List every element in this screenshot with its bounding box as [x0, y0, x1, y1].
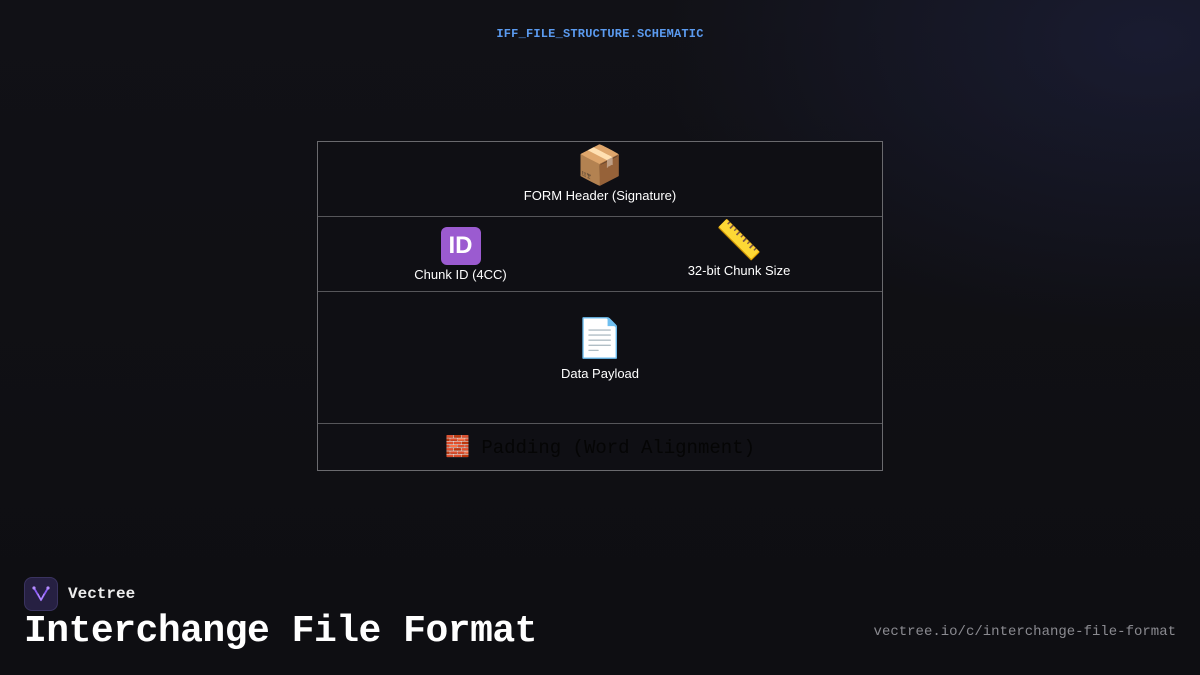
ruler-icon: 📏 [715, 220, 763, 262]
data-payload-label: Data Payload [560, 366, 640, 381]
brick-icon: 🧱 [445, 437, 470, 460]
form-header-cell: 📦 FORM Header (Signature) [318, 142, 882, 216]
chunk-id-cell: ID Chunk ID (4CC) [318, 217, 603, 291]
brand-name: Vectree [68, 585, 136, 603]
vectree-logo-icon [24, 577, 58, 611]
data-payload-cell: 📄 Data Payload [318, 292, 882, 423]
padding-row: 🧱 Padding (Word Alignment) [318, 424, 882, 470]
form-header-label: FORM Header (Signature) [523, 188, 677, 203]
page-title: Interchange File Format [24, 610, 538, 653]
padding-label: Padding (Word Alignment) [481, 437, 755, 459]
chunk-header-row: ID Chunk ID (4CC) 📏 32-bit Chunk Size [318, 217, 882, 292]
padding-line: 🧱 Padding (Word Alignment) [318, 434, 882, 460]
data-payload-row: 📄 Data Payload [318, 292, 882, 424]
chunk-size-label: 32-bit Chunk Size [687, 263, 791, 278]
brand[interactable]: Vectree [24, 577, 135, 611]
form-header-row: 📦 FORM Header (Signature) [318, 142, 882, 217]
document-icon: 📄 [576, 318, 624, 360]
package-icon: 📦 [576, 145, 624, 187]
schematic-title: IFF_FILE_STRUCTURE.SCHEMATIC [496, 27, 704, 41]
iff-structure-diagram: 📦 FORM Header (Signature) ID Chunk ID (4… [317, 141, 883, 471]
chunk-size-cell: 📏 32-bit Chunk Size [598, 217, 880, 291]
chunk-id-label: Chunk ID (4CC) [414, 267, 507, 282]
id-icon: ID [440, 227, 481, 265]
page-url[interactable]: vectree.io/c/interchange-file-format [873, 624, 1176, 640]
